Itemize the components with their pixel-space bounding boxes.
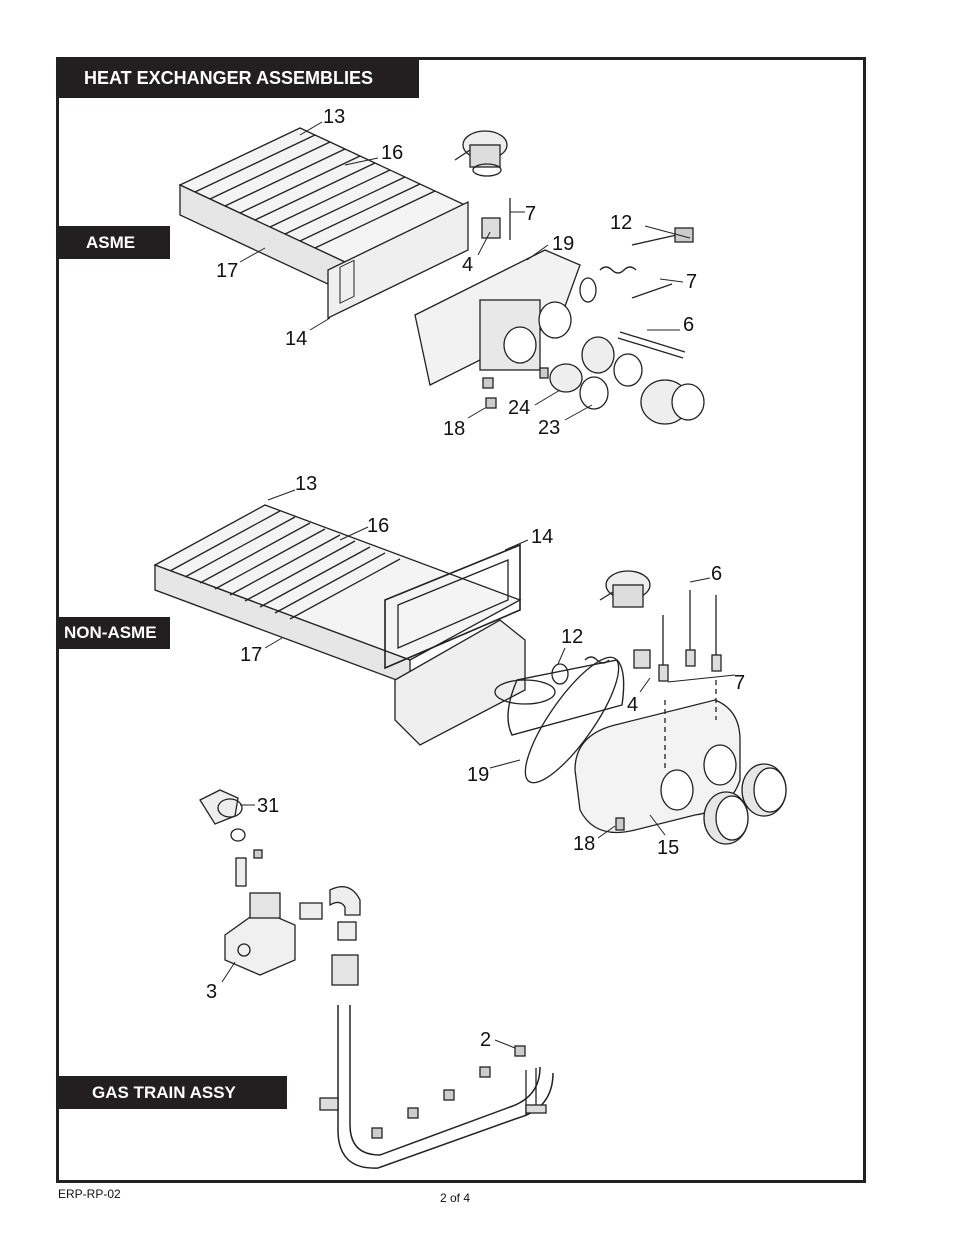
callout: 4 [627, 694, 638, 716]
gas-train-callouts: 31 3 2 [206, 795, 491, 1051]
callout: 14 [531, 526, 553, 548]
callout: 31 [257, 795, 279, 817]
callout: 7 [686, 271, 697, 293]
callout: 16 [381, 142, 403, 164]
callout: 14 [285, 328, 307, 350]
gas-train-assembly [199, 789, 554, 1169]
callout: 4 [462, 254, 473, 276]
callout: 24 [508, 397, 530, 419]
callout: 13 [295, 473, 317, 495]
callout: 6 [711, 563, 722, 585]
callout: 3 [206, 981, 217, 1003]
callout: 2 [480, 1029, 491, 1051]
callout: 19 [467, 764, 489, 786]
callout: 18 [573, 833, 595, 855]
callout: 12 [610, 212, 632, 234]
callout: 18 [443, 418, 465, 440]
page-frame [56, 57, 866, 1183]
callout: 7 [525, 203, 536, 225]
non-asme-sensor-parts [494, 570, 722, 736]
asme-heat-exchanger [178, 127, 469, 320]
callout-leaders [221, 121, 736, 1049]
asme-label: ASME [58, 226, 170, 259]
callout: 7 [734, 672, 745, 694]
non-asme-manifold [574, 680, 787, 845]
callout: 16 [367, 515, 389, 537]
callout: 12 [561, 626, 583, 648]
non-asme-callouts: 13 16 14 6 17 12 7 4 19 18 15 [240, 473, 745, 859]
section-title: HEAT EXCHANGER ASSEMBLIES [58, 59, 419, 98]
asme-manifold [414, 249, 705, 425]
page-number: 2 of 4 [440, 1191, 471, 1205]
callout: 15 [657, 837, 679, 859]
callout: 13 [323, 106, 345, 128]
asme-callouts: 13 16 7 12 19 4 17 7 14 6 24 18 23 [216, 106, 697, 440]
callout: 6 [683, 314, 694, 336]
callout: 19 [552, 233, 574, 255]
callout: 17 [240, 644, 262, 666]
asme-sensor-parts [454, 130, 694, 303]
gas-train-label: GAS TRAIN ASSY [58, 1076, 287, 1109]
callout: 17 [216, 260, 238, 282]
document-code: ERP-RP-02 [58, 1187, 121, 1201]
non-asme-label: NON-ASME [58, 617, 170, 649]
non-asme-heat-exchanger [153, 504, 526, 746]
o-ring-gasket [524, 656, 620, 784]
callout: 23 [538, 417, 560, 439]
